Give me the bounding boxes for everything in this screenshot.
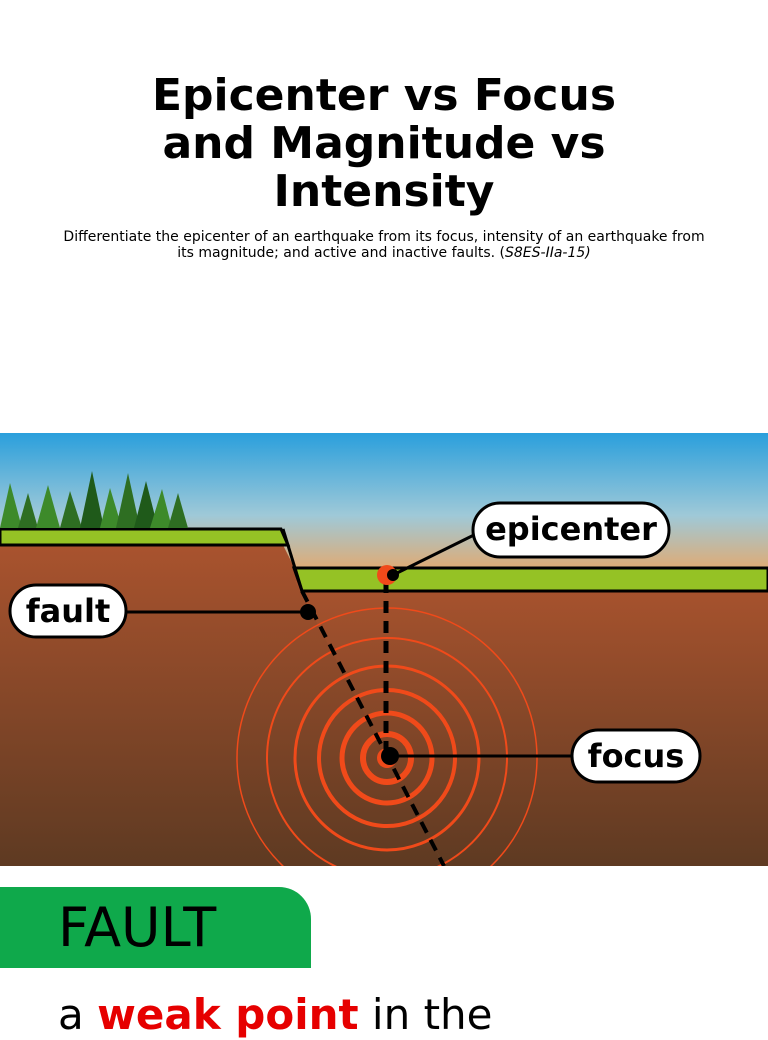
section-heading-text: FAULT [58, 896, 217, 959]
title-line-2: and Magnitude vs [162, 118, 606, 169]
grass-right [291, 566, 768, 593]
section-heading: FAULT [0, 887, 311, 968]
fault-label: fault [8, 583, 128, 639]
slide-title: Epicenter vs Focus and Magnitude vs Inte… [0, 72, 768, 216]
epicenter-label-text: epicenter [485, 510, 657, 548]
focus-label-text: focus [588, 737, 685, 775]
title-line-3: Intensity [273, 166, 495, 217]
epicenter-label: epicenter [471, 501, 671, 559]
fault-line [281, 528, 304, 592]
earthquake-diagram: epicenter fault focus [0, 433, 768, 866]
focus-dot [381, 747, 399, 765]
focus-label: focus [570, 728, 702, 784]
tree-icons [0, 471, 188, 528]
epicenter-leader [392, 531, 479, 577]
definition-text: a weak point in the [58, 990, 493, 1040]
definition-post: in the [358, 990, 493, 1039]
definition-pre: a [58, 990, 98, 1039]
grass-left [0, 527, 291, 547]
fault-dot [300, 604, 316, 620]
learning-objective: Differentiate the epicenter of an earthq… [60, 229, 708, 261]
fault-line-dashed [300, 590, 446, 866]
objective-text: Differentiate the epicenter of an earthq… [63, 229, 705, 261]
title-line-1: Epicenter vs Focus [151, 70, 617, 121]
objective-code: S8ES-IIa-15) [505, 245, 591, 261]
fault-label-text: fault [26, 592, 111, 630]
definition-highlight: weak point [97, 990, 359, 1039]
